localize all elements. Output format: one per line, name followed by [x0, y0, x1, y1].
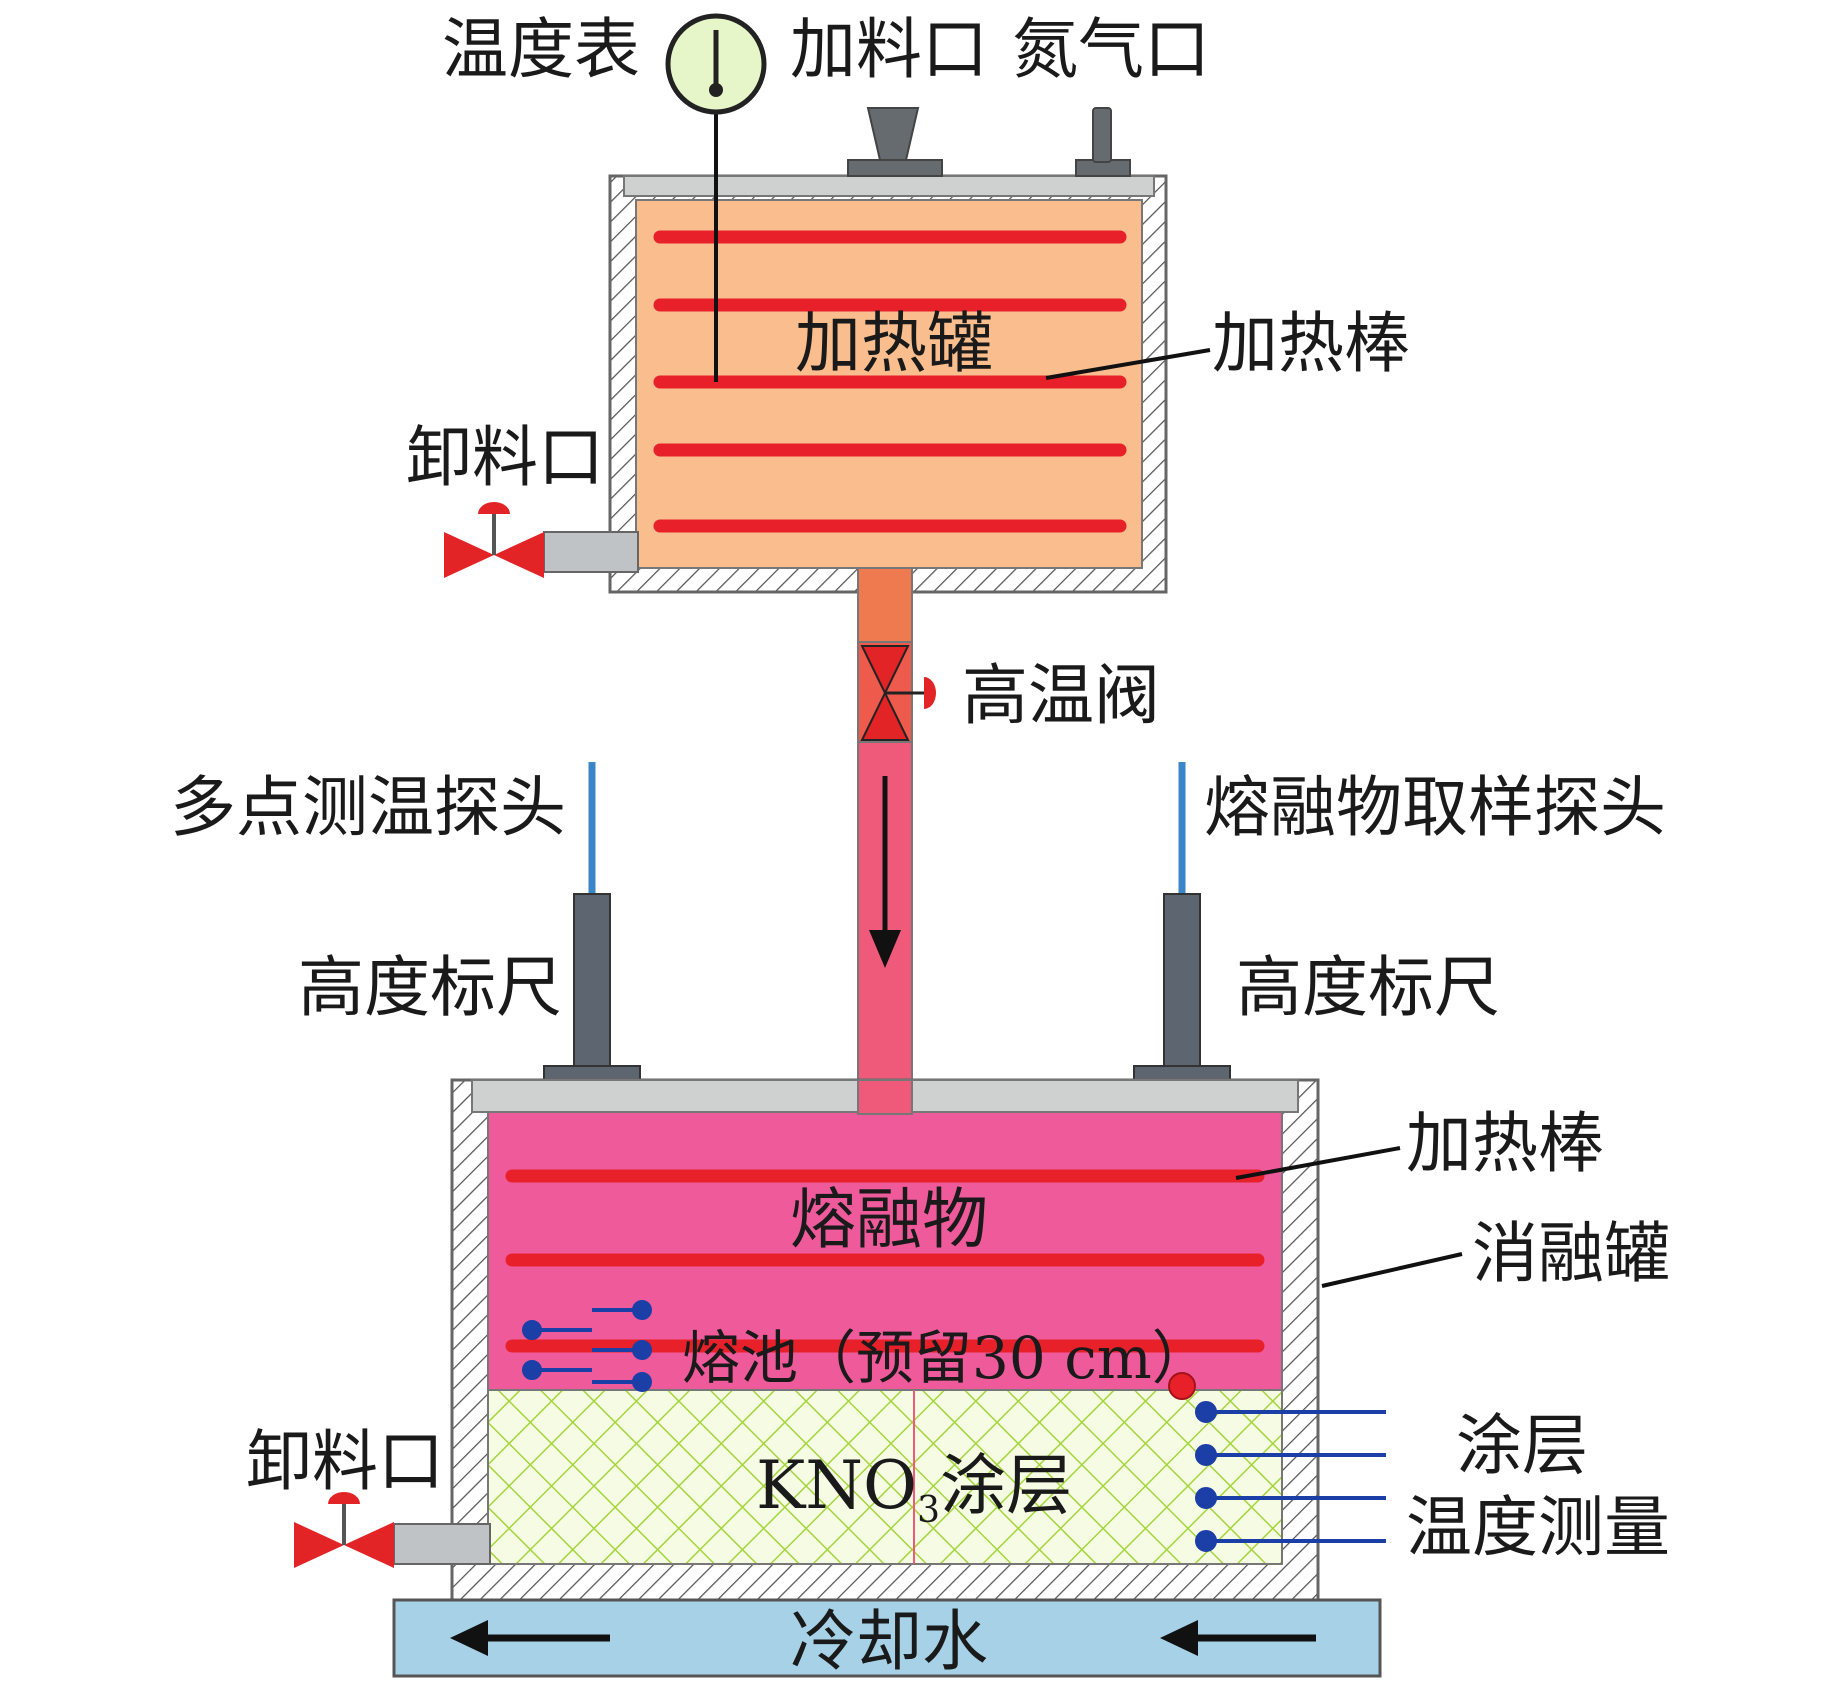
- flow-arrow-down: [869, 776, 901, 968]
- label-height-scale-left: 高度标尺: [298, 949, 562, 1026]
- discharge-pipe-top: [543, 531, 639, 573]
- label-multipoint-probe: 多点测温探头: [170, 769, 566, 846]
- discharge-valve-bottom: [294, 1492, 491, 1568]
- label-nitrogen-port: 氮气口: [1012, 11, 1210, 88]
- connecting-pipe: [857, 567, 936, 1115]
- ablation-tank: [450, 1078, 1320, 1602]
- leader-lines: [1045, 348, 1463, 1288]
- label-discharge-bottom: 卸料口: [246, 1423, 444, 1500]
- label-feed-port: 加料口: [790, 11, 988, 88]
- label-heating-rod-top: 加热棒: [1212, 305, 1410, 382]
- heating-rods-top: [653, 230, 1127, 533]
- sampling-probe-tip: [1168, 1372, 1196, 1400]
- high-temp-valve: [860, 645, 936, 741]
- flow-arrow-left: [450, 1620, 610, 1656]
- label-cooling-water: 冷却水: [790, 1603, 988, 1680]
- kno3-subscript: 3: [917, 1490, 940, 1531]
- cooling-water-channel: [392, 1598, 1382, 1678]
- label-melt-sampling-probe: 熔融物取样探头: [1204, 769, 1666, 846]
- coating-temperature-sensors: [1195, 1401, 1386, 1552]
- flow-arrow-left: [1160, 1620, 1316, 1656]
- label-kno3-coating: KNO3涂层: [756, 1447, 1072, 1531]
- label-melt: 熔融物: [790, 1181, 988, 1258]
- label-heating-tank: 加热罐: [795, 305, 993, 382]
- label-coating-line1: 涂层: [1456, 1407, 1588, 1484]
- label-ablation-tank: 消融罐: [1472, 1215, 1670, 1292]
- feed-port: [847, 107, 943, 177]
- multipoint-probe-sensors: [522, 1300, 652, 1392]
- heating-tank: [608, 174, 1168, 594]
- discharge-pipe-bottom: [393, 1523, 491, 1565]
- heating-tank-lid: [623, 175, 1155, 197]
- label-thermometer: 温度表: [442, 11, 640, 88]
- kno3-suffix: 涂层: [940, 1447, 1072, 1524]
- label-melt-pool: 熔池（预留30 cm）: [682, 1324, 1210, 1392]
- label-heating-rod-bottom: 加热棒: [1406, 1105, 1604, 1182]
- height-scale-left: [573, 893, 611, 1067]
- nitrogen-port: [1075, 107, 1131, 177]
- label-height-scale-right: 高度标尺: [1236, 949, 1500, 1026]
- label-discharge-top: 卸料口: [406, 419, 604, 496]
- discharge-valve-top: [444, 502, 639, 578]
- thermometer-gauge: [665, 13, 767, 382]
- kno3-prefix: KNO: [756, 1447, 917, 1524]
- height-scale-right: [1163, 893, 1201, 1067]
- kno3-coating-region: [487, 1389, 1283, 1565]
- label-high-temp-valve: 高温阀: [962, 657, 1160, 734]
- label-coating-line2: 温度测量: [1406, 1489, 1670, 1566]
